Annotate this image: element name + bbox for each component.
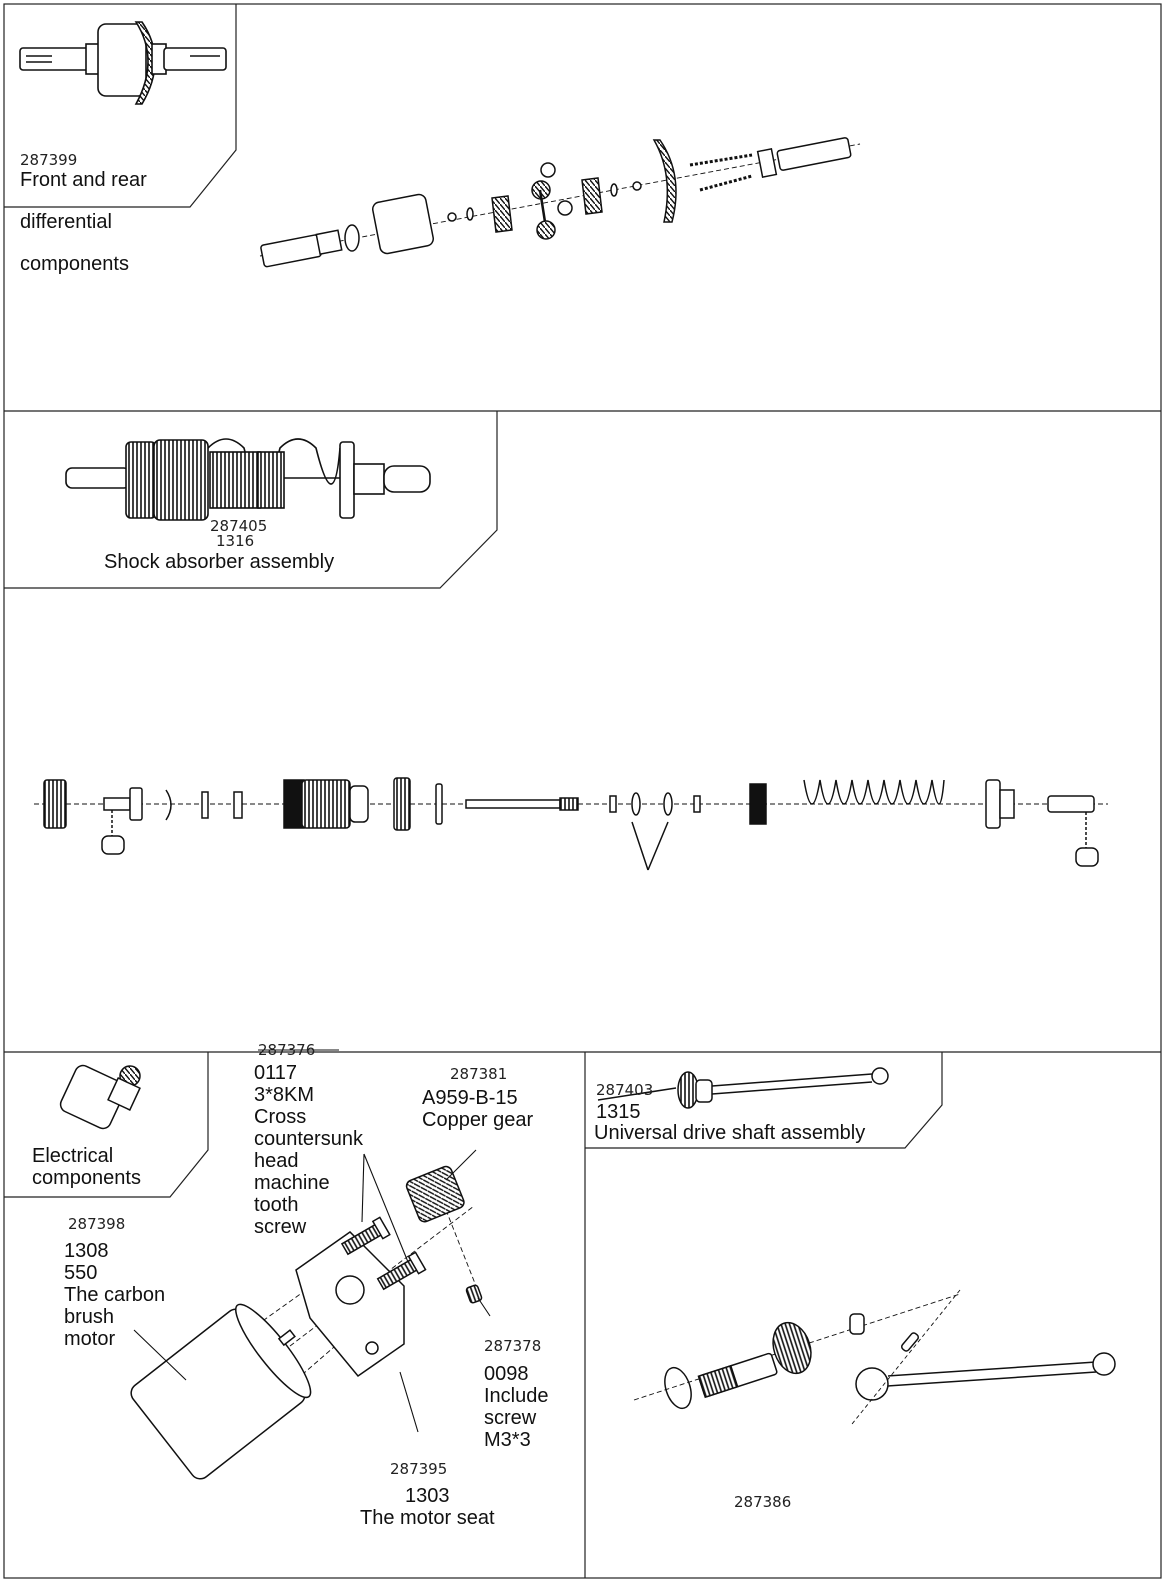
differential-thumbnail	[19, 21, 227, 105]
setscrew-line-4: M3*3	[484, 1429, 531, 1451]
callout-boxes	[4, 4, 943, 1198]
motor-code: 287398	[68, 1215, 126, 1233]
electrical-title-line-1: Electrical	[32, 1145, 114, 1167]
screw-line-2: 3*8KM	[254, 1084, 315, 1106]
motor-line-2: 550	[64, 1262, 98, 1284]
driveshaft-detail-code: 287386	[734, 1493, 792, 1511]
shock-exploded	[34, 777, 1108, 871]
seat-line-2: The motor seat	[360, 1507, 495, 1529]
page-frame	[3, 3, 1162, 1579]
seat-line-1: 1303	[405, 1485, 450, 1507]
shock-thumbnail	[65, 438, 431, 521]
gear-code: 287381	[450, 1065, 508, 1083]
driveshaft-thumbnail	[597, 1067, 889, 1109]
gear-line-1: A959-B-15	[422, 1087, 518, 1109]
shock-sub-code: 1316	[216, 532, 255, 550]
electrical-thumbnail	[59, 1064, 141, 1130]
gear-label: A959-B-15 Copper gear	[422, 1087, 533, 1131]
seat-code: 287395	[390, 1460, 448, 1478]
differential-title: 287399 Front and rear differential compo…	[20, 128, 147, 275]
differential-title-line-2: differential	[20, 211, 112, 233]
screw-line-8: screw	[254, 1216, 307, 1238]
setscrew-label: 0098 Include screw M3*3	[484, 1363, 549, 1451]
differential-code: 287399	[20, 151, 78, 169]
screw-code: 287376	[258, 1041, 316, 1059]
shock-title: Shock absorber assembly	[104, 551, 335, 573]
driveshaft-title: Universal drive shaft assembly	[594, 1122, 866, 1144]
screw-line-3: Cross	[254, 1106, 307, 1128]
motor-label: 1308 550 The carbon brush motor	[64, 1240, 165, 1350]
differential-title-line-1: Front and rear	[20, 169, 147, 191]
motor-line-1: 1308	[64, 1240, 109, 1262]
motor-line-3: The carbon	[64, 1284, 166, 1306]
electrical-leaders	[133, 1049, 491, 1433]
screw-line-5: head	[254, 1150, 299, 1172]
motor-line-4: brush	[64, 1306, 115, 1328]
differential-title-line-3: components	[20, 253, 129, 275]
screw-line-6: machine	[254, 1172, 330, 1194]
setscrew-line-2: Include	[484, 1385, 549, 1407]
electrical-title: Electrical components	[32, 1145, 141, 1189]
seat-label: 1303 The motor seat	[360, 1485, 495, 1529]
screw-line-4: countersunk	[254, 1128, 363, 1150]
motor-line-5: motor	[64, 1328, 116, 1350]
driveshaft-exploded	[633, 1289, 1116, 1425]
shock-code: 287405	[210, 517, 268, 535]
driveshaft-sub-code: 1315	[596, 1101, 641, 1123]
electrical-exploded	[130, 1165, 483, 1480]
setscrew-line-1: 0098	[484, 1363, 529, 1385]
screw-label: 0117 3*8KM Cross countersunk head machin…	[254, 1062, 363, 1238]
setscrew-code: 287378	[484, 1337, 542, 1355]
screw-line-7: tooth	[254, 1194, 299, 1216]
differential-exploded	[259, 137, 861, 268]
setscrew-line-3: screw	[484, 1407, 537, 1429]
gear-line-2: Copper gear	[422, 1109, 534, 1131]
electrical-title-line-2: components	[32, 1167, 141, 1189]
screw-line-1: 0117	[254, 1062, 298, 1084]
driveshaft-code: 287403	[596, 1081, 654, 1099]
